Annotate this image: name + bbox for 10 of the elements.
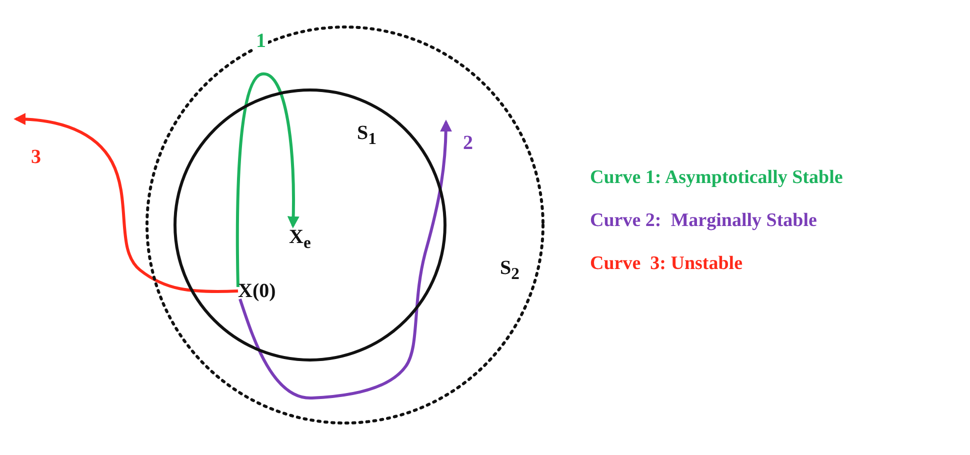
point-label: X$_{e}$ [289, 226, 311, 252]
legend-entry: Curve 2: Marginally Stable [590, 210, 817, 233]
curve-arrow [238, 120, 452, 400]
curve-arrow [14, 113, 238, 293]
legend-entry: Curve 1: Asymptotically Stable [590, 167, 843, 190]
curve-arrow [236, 72, 300, 288]
point-label: X(0) [238, 280, 276, 302]
set-label: S$_{2}$ [500, 257, 520, 284]
set-label: S$_{1}$ [357, 122, 376, 148]
legend-entry: Curve 3: Unstable [590, 253, 743, 276]
